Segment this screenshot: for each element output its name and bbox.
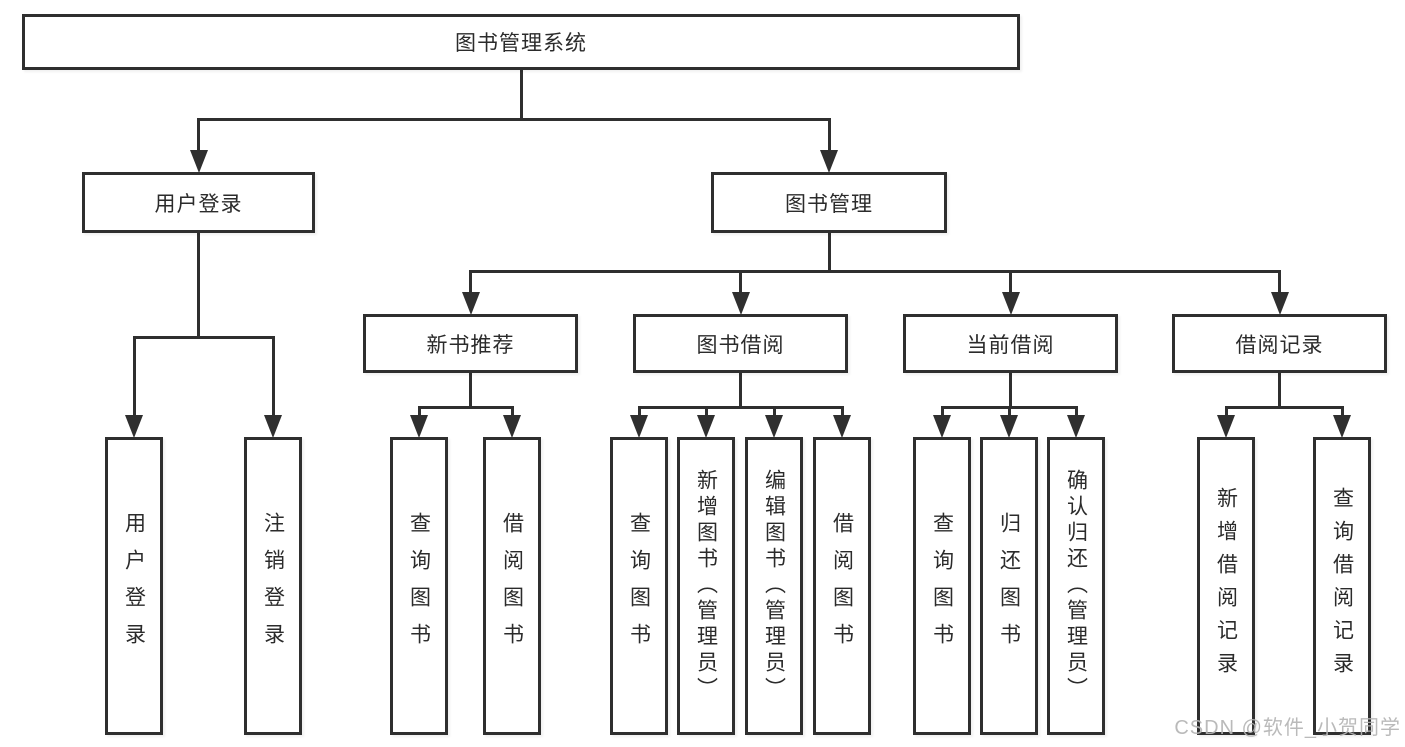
connector-line [132, 337, 136, 418]
node-leaf-confirm-return: 确认归还（管理员） [1047, 437, 1105, 735]
connector-line [132, 335, 275, 339]
connector-line [510, 407, 514, 418]
node-label: 图书借阅 [696, 333, 785, 357]
connector-line [1009, 373, 1012, 407]
node-label: 查询图书 [407, 512, 431, 660]
node-user-login: 用户登录 [82, 172, 315, 233]
node-leaf-return-book: 归还图书 [980, 437, 1038, 735]
node-leaf-query-book-1: 查询图书 [390, 437, 448, 735]
watermark: CSDN @软件_小贺同学 [1174, 717, 1401, 739]
node-book-borrow: 图书借阅 [633, 314, 848, 373]
connector-line [704, 407, 708, 418]
node-leaf-add-borrow-record: 新增借阅记录 [1197, 437, 1255, 735]
connector-line [469, 269, 1281, 273]
connector-line [827, 119, 831, 153]
connector-line [637, 407, 641, 418]
node-label: 借阅图书 [500, 512, 524, 660]
connector-line [417, 407, 421, 418]
node-current-borrow: 当前借阅 [903, 314, 1118, 373]
connector-line [1074, 407, 1078, 418]
connector-line [197, 117, 831, 121]
connector-line [197, 233, 200, 337]
arrowhead-icon [1270, 292, 1289, 315]
connector-line [940, 407, 944, 418]
node-label: 查询图书 [627, 512, 651, 660]
connector-line [772, 407, 776, 418]
arrowhead-icon [1001, 292, 1020, 315]
arrowhead-icon [833, 415, 851, 438]
arrowhead-icon [189, 150, 208, 173]
node-label: 归还图书 [997, 512, 1021, 660]
connector-line [1278, 271, 1281, 295]
node-label: 新书推荐 [426, 333, 515, 357]
arrowhead-icon [264, 415, 282, 438]
connector-line [1278, 373, 1281, 407]
arrowhead-icon [125, 415, 143, 438]
node-leaf-query-borrow-record: 查询借阅记录 [1313, 437, 1371, 735]
connector-line [739, 373, 742, 407]
node-leaf-borrow-book-2: 借阅图书 [813, 437, 871, 735]
node-label: 查询借阅记录 [1330, 487, 1354, 685]
connector-line [271, 337, 275, 418]
connector-line [1340, 407, 1344, 418]
node-label: 图书管理 [785, 192, 873, 216]
arrowhead-icon [410, 415, 428, 438]
node-leaf-edit-book: 编辑图书（管理员） [745, 437, 803, 735]
node-label: 借阅图书 [830, 512, 854, 660]
node-leaf-query-book-3: 查询图书 [913, 437, 971, 735]
arrowhead-icon [630, 415, 648, 438]
connector-line [469, 271, 472, 295]
node-label: 查询图书 [930, 512, 954, 660]
connector-line [637, 405, 844, 409]
arrowhead-icon [1333, 415, 1351, 438]
connector-line [827, 233, 831, 271]
arrowhead-icon [461, 292, 480, 315]
node-leaf-logout: 注销登录 [244, 437, 302, 735]
node-label: 新增借阅记录 [1214, 487, 1238, 685]
arrowhead-icon [1000, 415, 1018, 438]
arrowhead-icon [933, 415, 951, 438]
connector-line [197, 119, 200, 153]
arrowhead-icon [731, 292, 750, 315]
node-label: 用户登录 [122, 512, 146, 660]
connector-line [1224, 405, 1344, 409]
node-root: 图书管理系统 [22, 14, 1020, 70]
arrowhead-icon [1217, 415, 1235, 438]
arrowhead-icon [820, 150, 838, 173]
node-label: 编辑图书（管理员） [762, 469, 786, 703]
connector-line [469, 373, 472, 407]
connector-line [1224, 407, 1228, 418]
arrowhead-icon [1067, 415, 1085, 438]
node-leaf-borrow-book-1: 借阅图书 [483, 437, 541, 735]
arrowhead-icon [503, 415, 521, 438]
connector-line [417, 405, 514, 409]
connector-line [519, 70, 523, 119]
connector-line [1007, 407, 1011, 418]
connector-line [739, 271, 742, 295]
node-borrow-records: 借阅记录 [1172, 314, 1387, 373]
connector-line [840, 407, 844, 418]
node-leaf-add-book: 新增图书（管理员） [677, 437, 735, 735]
node-leaf-user-login: 用户登录 [105, 437, 163, 735]
node-leaf-query-book-2: 查询图书 [610, 437, 668, 735]
arrowhead-icon [765, 415, 783, 438]
node-label: 注销登录 [261, 512, 285, 660]
node-book-mgmt: 图书管理 [711, 172, 947, 233]
node-label: 图书管理系统 [455, 32, 587, 55]
node-label: 用户登录 [154, 192, 243, 216]
connector-line [1009, 271, 1012, 295]
node-label: 当前借阅 [966, 333, 1055, 357]
node-label: 确认归还（管理员） [1064, 469, 1088, 703]
arrowhead-icon [697, 415, 715, 438]
node-label: 新增图书（管理员） [694, 469, 718, 703]
node-new-book-rec: 新书推荐 [363, 314, 578, 373]
node-label: 借阅记录 [1235, 333, 1324, 357]
